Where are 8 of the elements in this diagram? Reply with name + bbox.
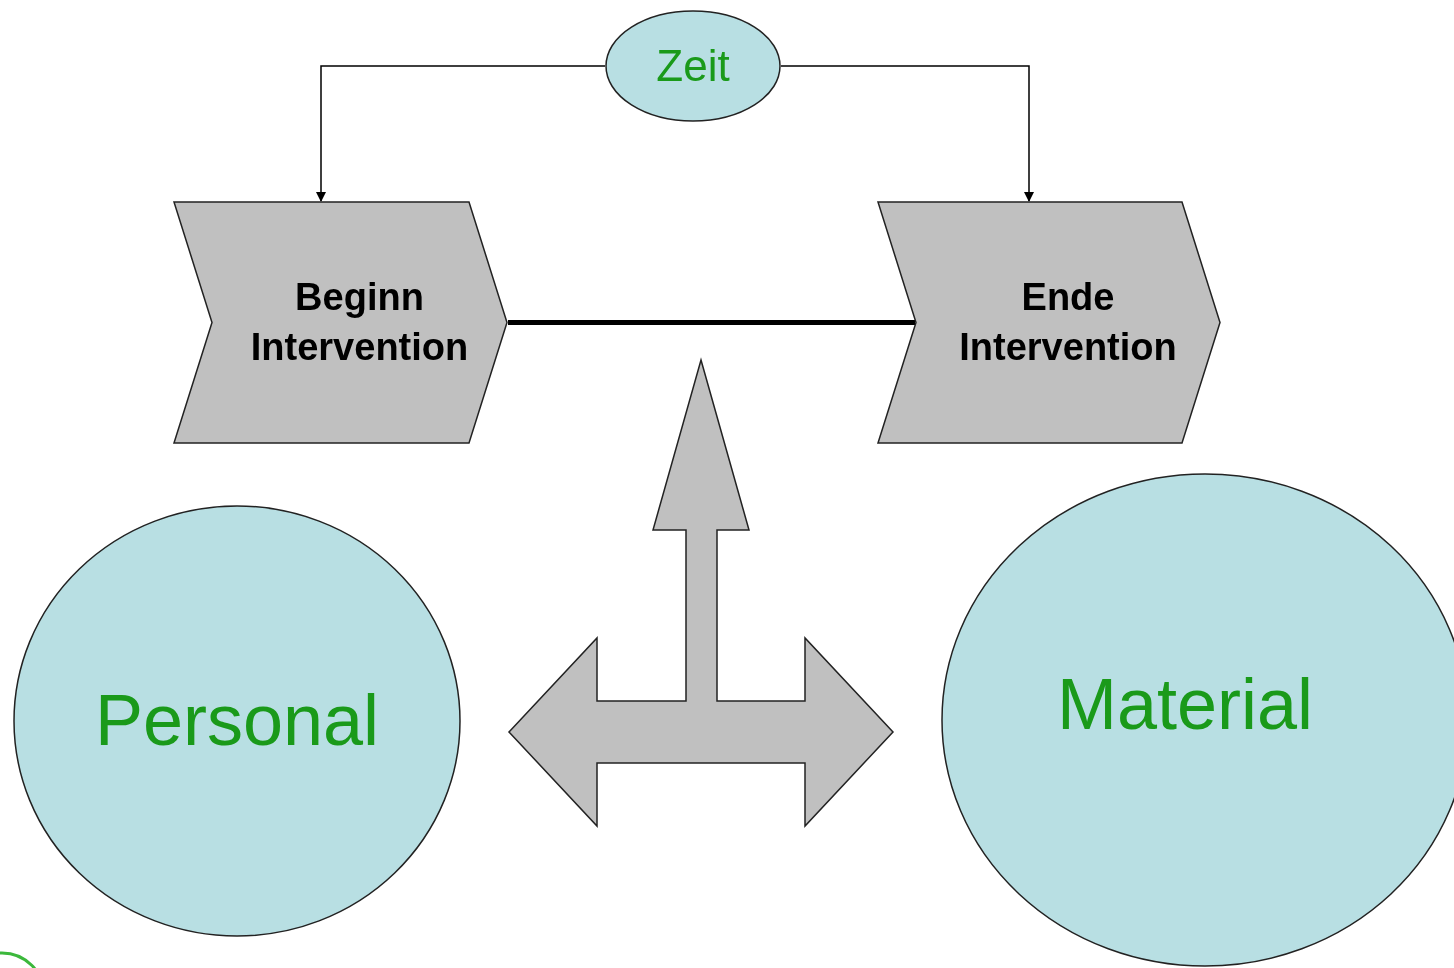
node-label: Ende Intervention [958,275,1178,370]
connector-line [508,320,915,325]
node-label: Zeit [656,40,730,93]
arrow [316,65,606,202]
node-label: Personal [94,679,380,763]
node-label: Beginn Intervention [249,275,470,370]
node-label: Material [1056,663,1314,747]
arrow [780,65,1034,202]
